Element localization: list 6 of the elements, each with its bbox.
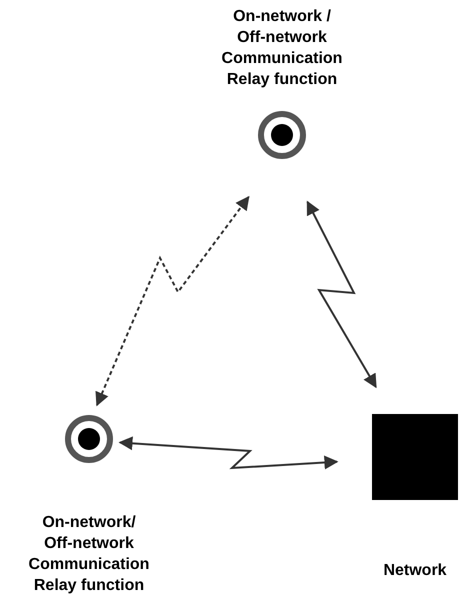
lightning-arrow (118, 436, 338, 470)
node-label: Network (382, 561, 448, 581)
lightning-arrow (96, 196, 250, 406)
lightning-arrow (306, 200, 377, 388)
node-label: On-network/ Off-network Communication Relay function (28, 513, 150, 596)
node-label: On-network / Off-network Communication Relay function (220, 7, 344, 90)
